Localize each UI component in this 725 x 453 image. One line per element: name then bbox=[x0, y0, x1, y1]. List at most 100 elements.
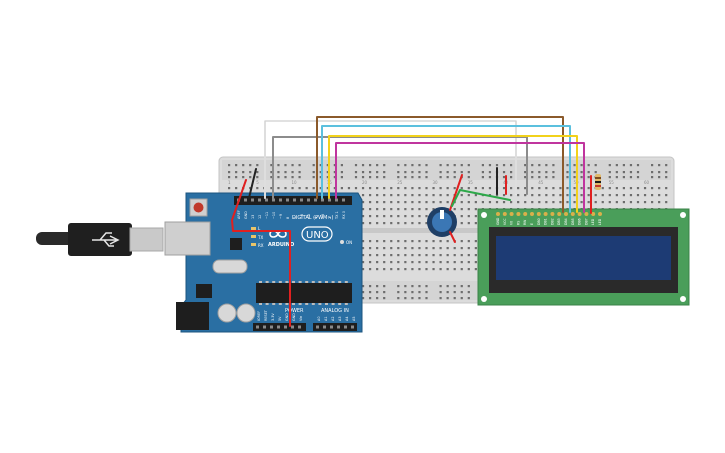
breadboard-hole bbox=[354, 187, 358, 190]
breadboard-hole bbox=[510, 164, 513, 167]
breadboard-hole bbox=[439, 240, 442, 243]
breadboard-hole bbox=[411, 261, 414, 264]
header-hole bbox=[335, 198, 338, 202]
breadboard-hole bbox=[376, 297, 379, 300]
breadboard-hole bbox=[390, 215, 393, 218]
header-hole bbox=[316, 325, 319, 329]
breadboard-hole bbox=[636, 164, 640, 167]
wire-red-pot-2[interactable] bbox=[449, 231, 456, 243]
chip-pin bbox=[259, 281, 262, 283]
reset-button-cap[interactable] bbox=[193, 202, 204, 213]
breadboard-hole bbox=[404, 254, 407, 257]
power-jack[interactable] bbox=[176, 302, 209, 330]
breadboard-hole bbox=[538, 187, 541, 190]
breadboard-hole bbox=[439, 291, 442, 294]
potentiometer[interactable] bbox=[427, 207, 457, 237]
breadboard-hole bbox=[510, 187, 513, 190]
breadboard-hole bbox=[460, 222, 463, 225]
chip-pin bbox=[311, 281, 315, 283]
wire-red-5v[interactable] bbox=[231, 179, 291, 327]
breadboard-hole bbox=[425, 208, 428, 211]
breadboard-hole bbox=[340, 176, 343, 179]
breadboard-hole bbox=[594, 194, 597, 197]
breadboard-hole bbox=[369, 291, 372, 294]
breadboard-hole bbox=[643, 187, 647, 190]
pin-label: 3.3V bbox=[271, 313, 275, 321]
breadboard-hole bbox=[404, 208, 407, 211]
breadboard-hole bbox=[453, 261, 456, 264]
breadboard-hole bbox=[531, 176, 534, 179]
breadboard-hole bbox=[665, 171, 668, 174]
breadboard-hole bbox=[383, 171, 386, 174]
usb-port[interactable] bbox=[164, 221, 211, 256]
chip-pin bbox=[325, 281, 328, 283]
header-hole bbox=[251, 198, 254, 202]
breadboard-hole bbox=[629, 171, 633, 174]
analog-header[interactable] bbox=[313, 323, 357, 331]
potentiometer-knob[interactable] bbox=[432, 212, 452, 232]
breadboard-hole bbox=[587, 201, 590, 204]
header-hole bbox=[270, 325, 273, 329]
lcd-pin-pad bbox=[502, 212, 507, 216]
pin-label: A4 bbox=[345, 317, 349, 321]
breadboard-hole bbox=[397, 222, 400, 225]
breadboard-hole bbox=[270, 187, 273, 190]
breadboard-hole bbox=[284, 187, 287, 190]
breadboard-hole bbox=[390, 222, 393, 225]
breadboard-hole bbox=[460, 194, 463, 197]
breadboard-hole bbox=[390, 254, 393, 257]
breadboard-hole bbox=[446, 194, 449, 197]
breadboard-hole bbox=[446, 240, 449, 243]
breadboard-hole bbox=[481, 164, 484, 167]
breadboard-hole bbox=[418, 164, 421, 167]
breadboard-hole bbox=[446, 268, 449, 271]
breadboard-hole bbox=[340, 164, 343, 167]
wire-green-v0[interactable] bbox=[451, 189, 511, 207]
usb-cable[interactable] bbox=[36, 223, 164, 256]
resistor[interactable] bbox=[595, 174, 601, 190]
wire-yellow[interactable] bbox=[328, 135, 578, 213]
capacitor-right bbox=[236, 303, 256, 323]
breadboard-hole bbox=[467, 222, 470, 225]
pin-label: A5 bbox=[352, 317, 356, 321]
breadboard-hole bbox=[425, 194, 428, 197]
breadboard-hole bbox=[559, 187, 562, 190]
breadboard-hole bbox=[432, 240, 435, 243]
crystal bbox=[212, 259, 248, 274]
wire-magenta[interactable] bbox=[335, 142, 585, 213]
breadboard-hole bbox=[298, 176, 301, 179]
breadboard-hole bbox=[411, 164, 414, 167]
breadboard-hole bbox=[369, 261, 372, 264]
breadboard-hole bbox=[411, 201, 414, 204]
wire-cyan[interactable] bbox=[321, 125, 571, 213]
breadboard-hole bbox=[460, 261, 463, 264]
breadboard-hole bbox=[369, 194, 372, 197]
breadboard-hole bbox=[573, 194, 576, 197]
breadboard-hole bbox=[517, 194, 520, 197]
wires[interactable] bbox=[231, 116, 592, 327]
breadboard-hole bbox=[467, 187, 470, 190]
wire-brown[interactable] bbox=[316, 116, 564, 213]
breadboard-hole bbox=[566, 194, 569, 197]
breadboard-hole bbox=[538, 201, 541, 204]
breadboard-hole bbox=[467, 171, 470, 174]
breadboard-hole bbox=[460, 240, 463, 243]
wire-black-gnd[interactable] bbox=[248, 168, 257, 199]
breadboard-hole bbox=[418, 171, 421, 174]
header-hole bbox=[298, 325, 301, 329]
breadboard-hole bbox=[439, 268, 442, 271]
lcd-screen[interactable] bbox=[496, 236, 671, 280]
breadboard-hole bbox=[467, 240, 470, 243]
breadboard-hole bbox=[425, 164, 428, 167]
breadboard-hole bbox=[411, 240, 414, 243]
breadboard-hole bbox=[284, 176, 287, 179]
breadboard-hole bbox=[425, 247, 428, 250]
breadboard-hole bbox=[488, 187, 492, 190]
header-hole bbox=[328, 198, 331, 202]
breadboard-hole bbox=[319, 187, 322, 190]
usb-cable-strain bbox=[36, 232, 76, 245]
breadboard-hole bbox=[495, 194, 499, 197]
breadboard-hole bbox=[397, 201, 400, 204]
